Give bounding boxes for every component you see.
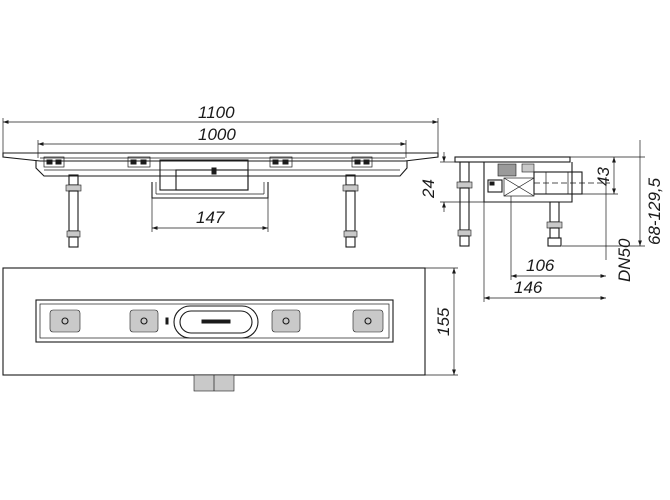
dim-106: 106 bbox=[526, 256, 555, 275]
dim-dn50: DN50 bbox=[615, 238, 634, 282]
dim-43: 43 bbox=[594, 167, 613, 186]
dim-68-129-5: 68-129,5 bbox=[645, 177, 664, 245]
dim-24: 24 bbox=[419, 179, 438, 199]
bracket-1 bbox=[43, 156, 65, 168]
bracket-3 bbox=[269, 156, 293, 168]
fixing-clip-2 bbox=[129, 309, 159, 333]
side-view: 24 43 68-129,5 DN50 106 146 bbox=[419, 140, 664, 302]
adjustable-foot-left bbox=[65, 174, 82, 248]
fixing-clip-4 bbox=[352, 309, 384, 333]
outlet-box bbox=[151, 159, 269, 199]
drain-cover bbox=[173, 305, 259, 339]
bracket-4 bbox=[351, 156, 373, 168]
dim-146: 146 bbox=[514, 278, 543, 297]
top-view: 155 bbox=[2, 267, 458, 392]
dim-1000: 1000 bbox=[198, 125, 236, 144]
side-foot-left bbox=[456, 161, 473, 247]
fixing-clip-1 bbox=[49, 309, 81, 333]
dim-155: 155 bbox=[434, 307, 453, 336]
front-view: 1100 1000 147 bbox=[2, 103, 439, 248]
dim-147: 147 bbox=[196, 208, 225, 227]
bracket-2 bbox=[127, 156, 151, 168]
dim-1100: 1100 bbox=[198, 103, 235, 122]
adjustable-foot-right bbox=[342, 174, 359, 248]
side-foot-right bbox=[546, 201, 563, 247]
fixing-clip-3 bbox=[271, 309, 301, 333]
